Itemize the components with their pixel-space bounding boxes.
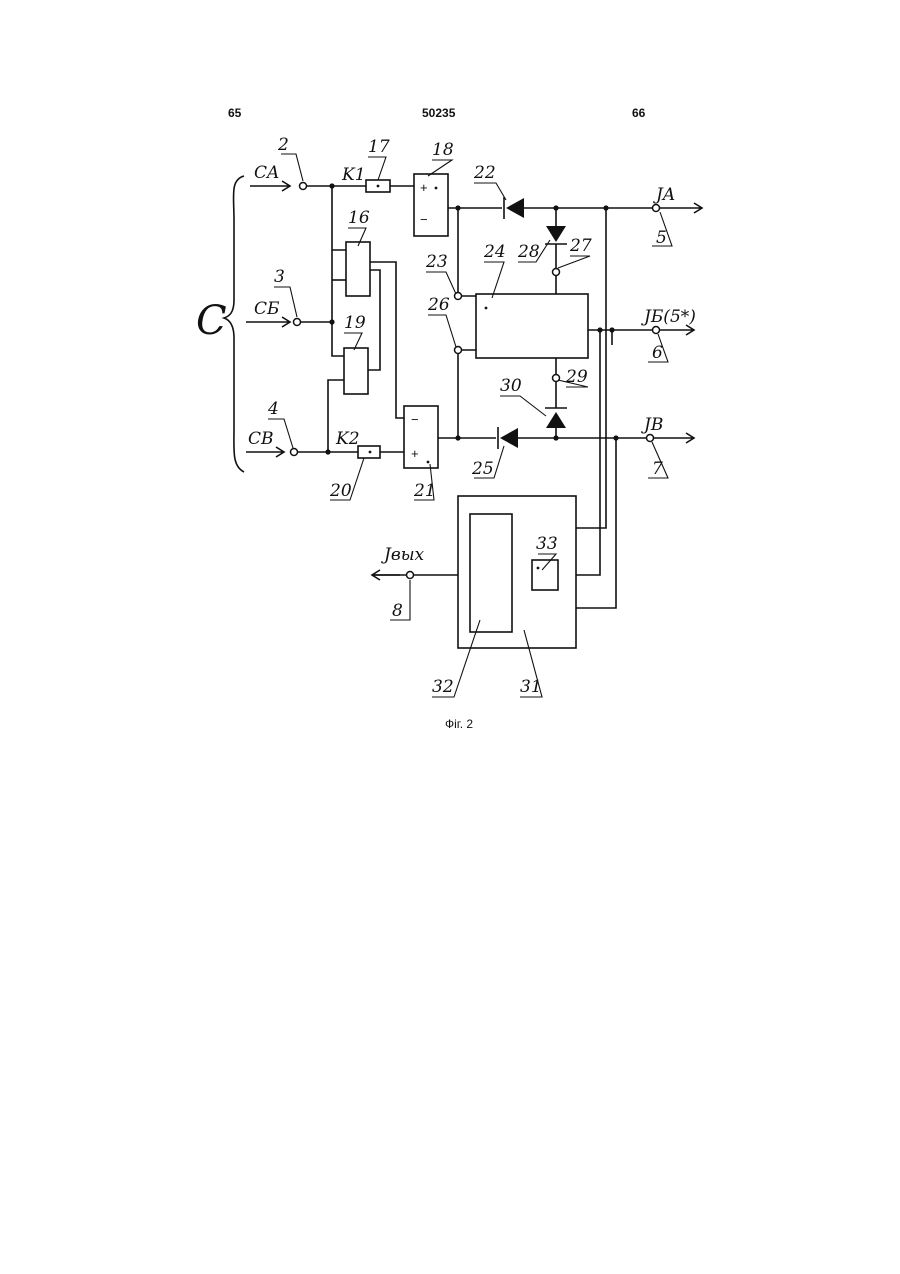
ref-20: 20 xyxy=(329,481,352,501)
blocks xyxy=(344,174,588,648)
ref-28: 28 xyxy=(517,242,540,262)
diode-22 xyxy=(504,197,524,219)
ref-27: 27 xyxy=(569,236,592,256)
ref-26: 26 xyxy=(427,295,450,315)
ref-22: 22 xyxy=(473,163,496,183)
amp21-plus: + xyxy=(411,446,419,461)
coeff-k1: K1 xyxy=(341,165,366,185)
amplifier-21 xyxy=(404,406,438,468)
ref-8: 8 xyxy=(392,601,403,621)
diode-28 xyxy=(545,226,567,244)
output-terminal-out xyxy=(407,572,414,579)
output-out-signal: Jвых xyxy=(381,545,425,565)
block-33 xyxy=(532,560,558,590)
input-brace xyxy=(224,176,244,472)
amp18-plus: + xyxy=(420,180,428,195)
terminal-26 xyxy=(455,347,462,354)
circuit-diagram: + − − + C CA 2 CБ 3 CB 4 K1 K2 17 18 16 … xyxy=(0,0,900,760)
output-terminal-c xyxy=(647,435,654,442)
diode-25 xyxy=(498,427,518,449)
block-32 xyxy=(470,514,512,632)
ref-3: 3 xyxy=(274,267,285,287)
amp21-minus: − xyxy=(411,412,419,427)
ref-4: 4 xyxy=(267,399,279,419)
ref-19: 19 xyxy=(344,313,366,333)
input-terminal-a xyxy=(300,183,307,190)
block-24 xyxy=(476,294,588,358)
ref-24: 24 xyxy=(483,242,506,262)
ref-5: 5 xyxy=(656,228,667,248)
ref-7: 7 xyxy=(652,459,663,479)
input-group-label: C xyxy=(196,298,227,344)
ref-17: 17 xyxy=(368,137,390,157)
ref-21: 21 xyxy=(413,481,436,501)
amp18-minus: − xyxy=(420,212,428,227)
ref-18: 18 xyxy=(432,140,454,160)
ref-23: 23 xyxy=(425,252,448,272)
ref-33: 33 xyxy=(536,534,558,554)
input-a-signal: CA xyxy=(254,163,279,183)
output-terminal-a xyxy=(653,205,660,212)
output-a-signal: JA xyxy=(653,185,675,205)
input-terminal-b xyxy=(294,319,301,326)
block-19 xyxy=(344,348,368,394)
input-c-signal: CB xyxy=(248,429,274,449)
input-terminal-c xyxy=(291,449,298,456)
coeff-k2: K2 xyxy=(335,429,360,449)
ref-2: 2 xyxy=(277,135,289,155)
output-terminal-b xyxy=(653,327,660,334)
output-c-signal: JB xyxy=(641,415,663,435)
block-16 xyxy=(346,242,370,296)
terminal-27 xyxy=(553,269,560,276)
ref-31: 31 xyxy=(520,677,542,697)
ref-16: 16 xyxy=(348,208,370,228)
input-b-signal: CБ xyxy=(254,299,280,319)
ref-25: 25 xyxy=(471,459,494,479)
ref-30: 30 xyxy=(500,376,522,396)
ref-29: 29 xyxy=(565,367,588,387)
diode-30 xyxy=(545,408,567,428)
output-b-signal: JБ(5*) xyxy=(641,307,696,327)
figure-caption: Фіг. 2 xyxy=(445,717,473,731)
ref-6: 6 xyxy=(652,343,663,363)
ref-32: 32 xyxy=(432,677,454,697)
